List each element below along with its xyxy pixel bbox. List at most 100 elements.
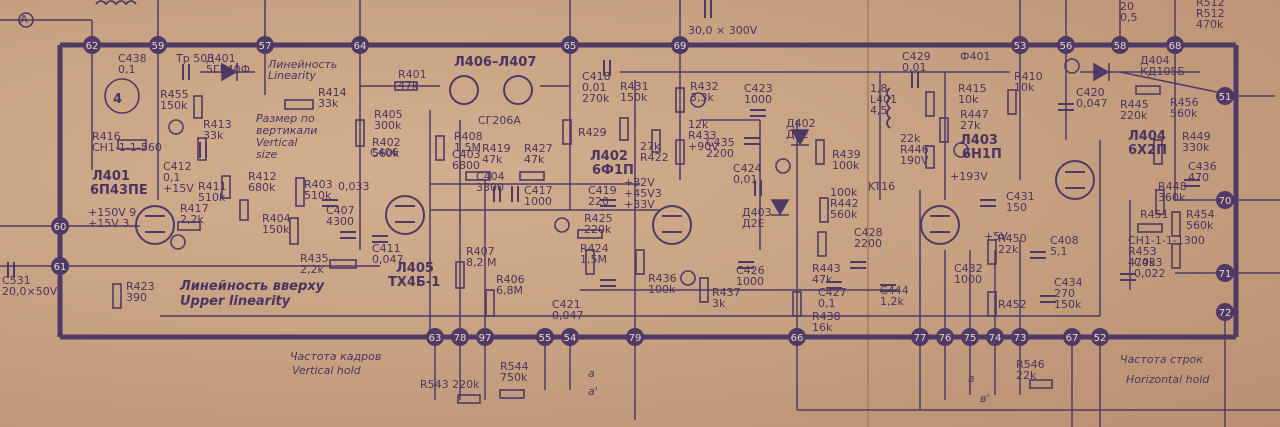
component-d403-label: Д2Е xyxy=(742,217,765,230)
component-r442-label: 560k xyxy=(830,208,858,221)
component-d403-label: Д403 xyxy=(742,206,772,219)
terminal-dots xyxy=(51,36,1234,346)
resistor-R448 xyxy=(1155,189,1165,215)
component-r453-label: R453 xyxy=(1128,245,1157,258)
component-r437-label: 3k xyxy=(712,297,726,310)
resistor-R452 xyxy=(987,291,997,317)
vacuum-tubes xyxy=(135,75,1095,245)
component-l401c-label: L401 xyxy=(870,93,897,106)
terminal-56: 56 xyxy=(1060,41,1073,52)
resistor-R437 xyxy=(699,277,709,303)
component-c407-label: C407 xyxy=(326,204,355,217)
neon-L406 xyxy=(449,75,479,105)
resistor-R415 xyxy=(925,91,935,117)
component-v150-label: +15V 3 xyxy=(88,217,129,230)
terminal-69: 69 xyxy=(674,41,687,52)
component-c424-label: 0,01 xyxy=(733,173,758,186)
component-r438-label: R438 xyxy=(812,310,841,323)
resistor-R429 xyxy=(562,119,572,145)
component-r415-label: R415 xyxy=(958,82,987,95)
resistors xyxy=(112,81,1181,404)
component-c408-label: 5,1 xyxy=(1050,245,1068,258)
terminal-78: 78 xyxy=(454,333,467,344)
resistor-R411 xyxy=(221,175,231,199)
resistor-R544 xyxy=(499,389,525,399)
terminal-71: 71 xyxy=(1219,269,1232,280)
tube-L405 xyxy=(385,195,425,235)
terminal-numbers: 62 59 57 64 65 69 53 56 58 68 60 61 51 7… xyxy=(54,41,1232,344)
resistor-R447 xyxy=(939,117,949,143)
resistor-R436 xyxy=(635,249,645,275)
component-c432-label: C432 xyxy=(954,262,983,275)
component-d404-label: Д404 xyxy=(1140,54,1170,67)
component-r427-label: 47k xyxy=(524,153,545,166)
component-r446-label: 190V xyxy=(900,154,929,167)
component-r453-label: СН1-1-1-1300 xyxy=(1128,234,1205,247)
component-r403-label: R403 xyxy=(304,178,333,191)
component-c431-label: C431 xyxy=(1006,190,1035,203)
resistor-R412 xyxy=(239,199,249,221)
resistor-R543 xyxy=(457,394,481,404)
component-c434-label: C434 xyxy=(1054,276,1083,289)
component-c407-label: 4300 xyxy=(326,215,354,228)
component-r438-label: 16k xyxy=(812,321,833,334)
resistor-R433 xyxy=(675,139,685,165)
component-l401c-label: 1,8 xyxy=(870,82,888,95)
component-r412-label: 680k xyxy=(248,181,276,194)
caption-vertical-hold-ru: Частота кадров xyxy=(290,350,381,363)
component-c427-label: C427 xyxy=(818,286,847,299)
tube-L401-label: Л401 xyxy=(92,169,130,184)
component-c424-label: C424 xyxy=(733,162,762,175)
component-c431-label: 150 xyxy=(1006,201,1027,214)
terminal-60: 60 xyxy=(54,222,67,233)
component-c404-label: C404 xyxy=(476,170,505,183)
component-c411-label: C411 xyxy=(372,242,401,255)
component-r455-label: R455 xyxy=(160,88,189,101)
component-r431-label: R431 xyxy=(620,80,649,93)
tube-L402-type: 6Ф1П xyxy=(592,163,634,178)
component-c436-label: 470 xyxy=(1188,171,1209,184)
resistor-R404 xyxy=(289,217,299,245)
resistor-R407 xyxy=(455,261,465,289)
diode-D403 xyxy=(770,199,790,216)
component-r403-label: 510k xyxy=(304,189,332,202)
resistor-R455 xyxy=(193,95,203,119)
component-v150-label: +150V 9 xyxy=(88,206,136,219)
component-r414-label: R414 xyxy=(318,86,347,99)
component-r435-label: 2,2k xyxy=(300,263,324,276)
component-r425-label: 220k xyxy=(584,223,612,236)
resistor-R414 xyxy=(284,99,314,110)
component-r436-label: R436 xyxy=(648,272,677,285)
resistor-R410 xyxy=(1007,89,1017,115)
component-r449-label: 330k xyxy=(1182,141,1210,154)
component-r447-label: 27k xyxy=(960,119,981,132)
component-r408-label: 1,5M xyxy=(454,141,481,154)
component-c432-label: 1000 xyxy=(954,273,982,286)
resistor-R454 xyxy=(1171,211,1181,237)
diodes xyxy=(221,62,1110,216)
resistor-R424 xyxy=(585,249,595,275)
terminal-76: 76 xyxy=(939,333,952,344)
component-c412-label: 0,1 xyxy=(163,171,181,184)
caption-size-ru-2: вертикали xyxy=(256,124,317,137)
component-r416-label: R416 xyxy=(92,130,121,143)
component-r439-label: R439 xyxy=(832,148,861,161)
component-r413-label: 33k xyxy=(203,129,224,142)
component-r401-label: 47k xyxy=(398,79,419,92)
diode-D404 xyxy=(1093,62,1110,82)
neon-L407 xyxy=(503,75,533,105)
component-r449-label: R449 xyxy=(1182,130,1211,143)
component-c438-label: 0,1 xyxy=(118,63,136,76)
component-r544-label: R544 xyxy=(500,360,529,373)
resistor-R449 xyxy=(1153,139,1163,165)
resistor-R403 xyxy=(295,177,305,207)
tube-L401-type: 6П43ПЕ xyxy=(90,183,148,198)
component-r406-label: R406 xyxy=(496,273,525,286)
component-c436-label: C436 xyxy=(1188,160,1217,173)
component-c435-label: C435 xyxy=(706,136,735,149)
node-v-prime: в' xyxy=(980,392,990,405)
component-r404-label: 150k xyxy=(262,223,290,236)
component-c423-label: C531 xyxy=(2,274,31,287)
component-c444-label: C444 xyxy=(880,284,909,297)
